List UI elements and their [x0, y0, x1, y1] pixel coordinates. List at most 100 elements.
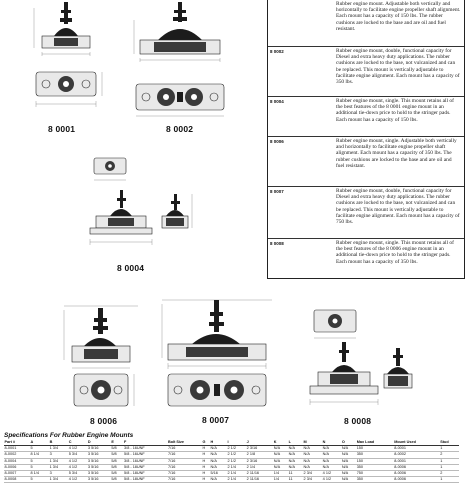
spec-header-cell: O — [341, 440, 357, 447]
table-cell: H — [202, 464, 211, 472]
table-cell: 5/8 — [110, 464, 124, 472]
table-cell: 8 1/4 — [29, 470, 50, 478]
table-cell: 3 — [49, 470, 69, 478]
mount-8-0002-label: 8 0002 — [166, 124, 194, 134]
mount-8-0006-label: 8 0006 — [90, 416, 118, 426]
table-cell: 2 3/4 — [303, 470, 323, 478]
table-cell: 5/8 — [110, 451, 124, 459]
table-cell: 2 11/16 — [246, 476, 274, 484]
table-cell: 7/16 — [167, 470, 202, 478]
mount-8-0007-label: 8 0007 — [202, 415, 230, 425]
table-cell: 5 — [29, 458, 50, 465]
table-cell: 2 1/4 — [227, 464, 247, 472]
table-cell: 3 — [49, 451, 69, 459]
table-cell: 350 — [356, 464, 394, 472]
table-cell: 1 3/4 — [49, 476, 69, 484]
table-cell: 11 — [288, 470, 304, 478]
description-text: Rubber engine mount, single. Adjustable … — [336, 138, 457, 169]
table-cell: 1 3/4 — [49, 445, 69, 453]
description-text: Rubber engine mount, double, functional … — [336, 188, 460, 226]
table-cell: 5/8 — [110, 458, 124, 465]
table-cell: 3 5/16 — [87, 464, 111, 472]
table-cell: 8 1/4 — [29, 451, 50, 459]
part-number-cell: 8-0007 — [4, 470, 30, 478]
table-cell: 5/8 — [110, 470, 124, 478]
table-cell: 5/8 - 18UNF — [123, 470, 168, 478]
description-code: 8 0007 — [270, 189, 284, 194]
table-cell: 2 3/4 — [303, 476, 323, 484]
table-cell: 1/4 — [273, 470, 289, 478]
mount-8-0004-label: 8 0004 — [117, 263, 145, 273]
part-number-cell: 8-0002 — [4, 451, 30, 459]
table-cell: 2 1/8 — [246, 451, 274, 459]
table-cell: N/A — [273, 445, 289, 453]
table-cell: N/A — [303, 458, 323, 465]
table-cell: 1 — [439, 458, 459, 465]
table-cell: N/A — [210, 458, 228, 465]
table-cell: N/A — [322, 445, 342, 453]
table-cell: N/A — [273, 458, 289, 465]
table-cell: 7/16 — [167, 464, 202, 472]
table-cell: N/A — [273, 464, 289, 472]
table-cell: 2 1/2 — [227, 458, 247, 465]
table-cell: 3 5/16 — [87, 458, 111, 465]
table-cell: 3 5/16 — [87, 470, 111, 478]
spec-table: Part # A B C D E F Bolt Size G H I J K L… — [4, 440, 459, 484]
table-cell: 3/8 - 16UNF — [123, 445, 168, 453]
part-number-cell: 8-0008 — [4, 476, 30, 484]
table-cell: H — [202, 470, 211, 478]
description-text: Rubber engine mount, double, functional … — [336, 48, 460, 86]
description-row: 8 0006 Rubber engine mount, single. Adju… — [268, 136, 464, 187]
table-cell: 1 — [439, 464, 459, 472]
spec-header-cell: Mount Used — [393, 440, 440, 447]
description-row: 8 0002 Rubber engine mount, double, func… — [268, 46, 464, 97]
spec-header-cell: L — [288, 440, 304, 447]
description-text: Rubber engine mount. Adjustable both ver… — [336, 1, 461, 32]
table-cell: 2 — [439, 470, 459, 478]
table-cell: 7/16 — [167, 445, 202, 453]
table-cell: H — [202, 451, 211, 459]
table-cell: 150 — [356, 445, 394, 453]
spec-header-cell: H — [210, 440, 228, 447]
table-cell: N/A — [303, 445, 323, 453]
table-cell: N/A — [210, 464, 228, 472]
table-cell: 750 — [356, 470, 394, 478]
table-cell: 3 5/16 — [87, 476, 111, 484]
table-cell: N/A — [303, 464, 323, 472]
table-cell: N/A — [210, 451, 228, 459]
table-cell: 2 11/16 — [246, 470, 274, 478]
table-cell: N/A — [322, 451, 342, 459]
spec-header-cell: A — [29, 440, 50, 447]
description-row: Rubber engine mount. Adjustable both ver… — [268, 0, 464, 46]
table-cell: 8-0006 — [393, 464, 440, 472]
description-column: Rubber engine mount. Adjustable both ver… — [267, 0, 465, 279]
table-cell: 5 3/4 — [68, 470, 88, 478]
table-cell: 2 1/4 — [246, 464, 274, 472]
table-cell: N/A — [288, 458, 304, 465]
table-cell: 2 3/16 — [246, 445, 274, 453]
table-cell: 8-0001 — [393, 445, 440, 453]
description-code: 8 0002 — [270, 49, 284, 54]
mount-8-0008-label: 8 0008 — [344, 416, 372, 426]
mount-8-0001-drawing — [33, 2, 103, 107]
spec-header-row: Part # A B C D E F Bolt Size G H I J K L… — [4, 440, 459, 447]
table-cell: 5/8 - 18UNF — [123, 476, 168, 484]
mount-8-0006-drawing — [63, 305, 138, 407]
table-cell: N/A — [322, 458, 342, 465]
table-cell: 2 1/2 — [227, 451, 247, 459]
spec-table-title: Specifications For Rubber Engine Mounts — [4, 432, 134, 439]
table-cell: 5/8 — [110, 476, 124, 484]
table-cell: 5 — [29, 464, 50, 472]
description-row: 8 0004 Rubber engine mount, single. This… — [268, 96, 464, 137]
table-cell: 150 — [356, 458, 394, 465]
spec-header-cell: C — [68, 440, 88, 447]
table-cell: N/A — [210, 476, 228, 484]
mount-8-0007-drawing — [161, 299, 272, 407]
table-cell: 3 5/16 — [87, 451, 111, 459]
table-cell: N/A — [210, 445, 228, 453]
